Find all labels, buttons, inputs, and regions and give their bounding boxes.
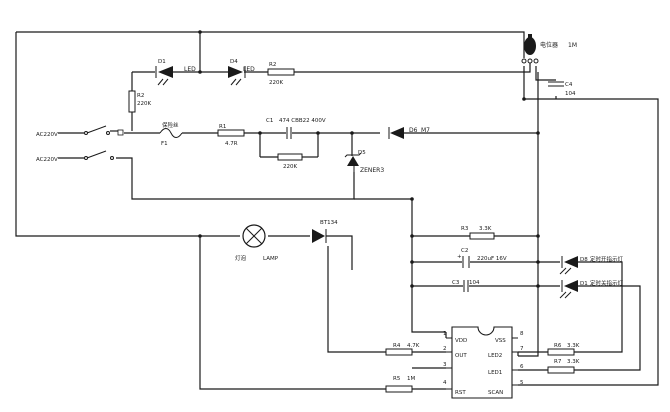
- d1-ref: D1: [158, 59, 166, 65]
- c4-value: 104: [565, 91, 576, 97]
- c3-ref: C3: [452, 280, 460, 286]
- r2-side-value: 220K: [137, 101, 151, 107]
- pot-label: 电位器: [540, 41, 558, 49]
- led-d1-off: D1 定时关指示灯: [559, 279, 624, 299]
- led-d8: D8 定时开指示灯: [559, 255, 624, 275]
- r6-value: 3.3K: [567, 343, 580, 349]
- r2-top-value: 220K: [269, 80, 283, 86]
- r4-value: 4.7K: [407, 343, 420, 349]
- d8-value: 定时开指示灯: [590, 255, 624, 263]
- resistor-r3: R3 3.3K: [461, 226, 495, 240]
- ic-label-vss: VSS: [495, 338, 506, 344]
- d1-value: LED: [184, 66, 196, 73]
- lamp-value: LAMP: [263, 256, 279, 262]
- d4-value: LED: [243, 66, 255, 73]
- wires: [15, 31, 659, 390]
- d5-value: ZENER3: [360, 167, 384, 174]
- ic-chip: 1 2 3 4 8 7 6 5 VDD OUT RST VSS LED2 LED…: [443, 326, 524, 399]
- ic-pin-2: 2: [443, 346, 447, 352]
- zener-d5: D5 ZENER3: [344, 150, 384, 174]
- d-off-value: 定时关指示灯: [590, 279, 624, 287]
- resistor-r6: R6 3.3K: [547, 343, 580, 356]
- r1-ref: R1: [219, 124, 226, 130]
- ic-pin-4: 4: [443, 380, 447, 386]
- r1-value: 4.7R: [225, 141, 238, 147]
- r5-value: 1M: [407, 376, 415, 382]
- capacitor-c3: C3 104: [452, 280, 480, 292]
- ic-label-led1: LED1: [488, 370, 502, 376]
- capacitor-c4: C4 104: [548, 81, 576, 97]
- c1-value: 474 CBB22 400V: [279, 118, 326, 124]
- resistor-r5: R5 1M: [385, 376, 415, 393]
- ic-label-out: OUT: [455, 353, 467, 359]
- resistor-r7: R7 3.3K: [547, 359, 580, 374]
- resistor-mid: 220K: [277, 153, 303, 170]
- ic-label-led2: LED2: [488, 353, 502, 359]
- resistor-r4: R4 4.7K: [385, 343, 420, 356]
- r5-ref: R5: [393, 376, 401, 382]
- capacitor-c2: + C2 220uF 16V: [457, 248, 507, 268]
- d6-value: M7: [421, 127, 430, 134]
- fuse-f1: 保险丝 F1: [159, 121, 183, 147]
- resistor-r1: R1 4.7R: [217, 124, 245, 147]
- fuse-label: 保险丝: [162, 121, 179, 129]
- d4-ref: D4: [230, 59, 238, 65]
- ic-label-rst: RST: [455, 390, 466, 396]
- pot-value: 1M: [568, 42, 577, 49]
- ic-pin-1: 1: [443, 331, 447, 337]
- led-d1: D1 LED: [155, 59, 196, 86]
- junction-dots: [198, 30, 540, 288]
- lamp: 灯泡 LAMP: [235, 224, 279, 262]
- ic-label-vdd: VDD: [455, 338, 467, 344]
- r2-top-ref: R2: [269, 62, 276, 68]
- r3-ref: R3: [461, 226, 469, 232]
- resistor-r2-top: R2 220K: [267, 62, 295, 86]
- triac-bt134: BT134: [312, 220, 338, 243]
- d5-ref: D5: [358, 150, 366, 156]
- d-off-ref: D1: [580, 281, 588, 287]
- r4-ref: R4: [393, 343, 401, 349]
- c2-ref: C2: [461, 248, 468, 254]
- ic-label-scan: SCAN: [488, 390, 503, 396]
- ic-pin-3: 3: [443, 362, 447, 368]
- ac-input-2: AC220V: [36, 150, 114, 163]
- r7-value: 3.3K: [567, 359, 580, 365]
- ic-pin-7: 7: [520, 346, 524, 352]
- c1-ref: C1: [266, 118, 273, 124]
- c2-value: 220uF 16V: [477, 256, 507, 262]
- ic-pin-5: 5: [520, 380, 524, 386]
- c3-value: 104: [469, 280, 480, 286]
- ac-label-2: AC220V: [36, 157, 58, 163]
- ic-pin-6: 6: [520, 364, 524, 370]
- lamp-label: 灯泡: [235, 254, 247, 262]
- led-d4: D4 LED: [228, 59, 255, 86]
- ac-label-1: AC220V: [36, 132, 58, 138]
- r2-side-ref: R2: [137, 93, 144, 99]
- r6-ref: R6: [554, 343, 562, 349]
- ic-pin-8: 8: [520, 331, 524, 337]
- r3-value: 3.3K: [479, 226, 492, 232]
- ac-input-1: AC220V: [36, 125, 124, 138]
- d8-ref: D8: [580, 257, 588, 263]
- fuse-ref: F1: [161, 141, 168, 147]
- resistor-r2-side: R2 220K: [128, 90, 151, 113]
- c2-polarity: +: [457, 254, 462, 260]
- capacitor-c1: C1 474 CBB22 400V: [266, 118, 326, 139]
- d6-ref: D6: [409, 127, 418, 134]
- diode-d6: D6 M7: [388, 127, 430, 139]
- r-mid-value: 220K: [283, 164, 297, 170]
- r7-ref: R7: [554, 359, 562, 365]
- potentiometer: 电位器 1M: [521, 34, 577, 64]
- triac-value: BT134: [320, 220, 338, 226]
- c4-ref: C4: [565, 82, 573, 88]
